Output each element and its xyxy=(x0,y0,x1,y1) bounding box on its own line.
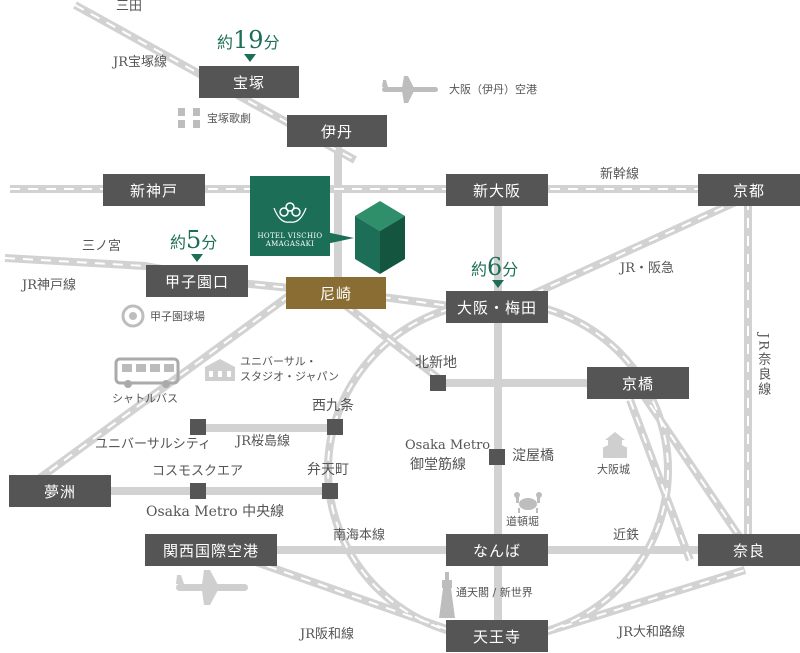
label-universal-city: ユニバーサルシティ xyxy=(95,437,211,452)
travel-time-takarazuka: 約19分 xyxy=(217,26,280,54)
tsutenkaku-icon xyxy=(439,572,455,618)
label-yodoyabashi: 淀屋橋 xyxy=(512,448,554,464)
label-bentencho: 弁天町 xyxy=(307,462,349,478)
hotel-building-icon xyxy=(355,201,405,274)
label-kitashinchi: 北新地 xyxy=(415,355,457,371)
travel-time-osaka-umeda: 約6分 xyxy=(471,253,519,281)
station-marker-universal-city xyxy=(190,419,206,435)
label-jr-hanwa: JR阪和線 xyxy=(300,627,354,642)
station-marker-kitashinchi xyxy=(430,375,446,391)
travel-time-koshienguchi: 約5分 xyxy=(170,226,218,254)
station-nara: 奈良 xyxy=(698,534,800,566)
station-marker-bentencho xyxy=(322,483,338,499)
label-osaka-castle: 大阪城 xyxy=(597,463,630,476)
station-koshienguchi: 甲子園口 xyxy=(146,265,248,297)
label-shinkansen: 新幹線 xyxy=(600,167,640,182)
shuttle-bus-icon xyxy=(114,357,180,388)
kix-airplane-icon xyxy=(176,570,248,605)
hotel-location: AMAGASAKI xyxy=(265,240,315,248)
label-sanda: 三田 xyxy=(116,0,143,14)
label-jr-kobe: JR神戸線 xyxy=(22,278,76,293)
label-usj-line1: ユニバーサル・ xyxy=(240,355,317,368)
label-metro-midosuji-2: 御堂筋線 xyxy=(410,457,466,473)
label-jr-takarazuka: JR宝塚線 xyxy=(113,55,167,70)
stadium-icon xyxy=(121,304,145,328)
station-osaka-umeda: 大阪・梅田 xyxy=(446,291,548,323)
label-jr-sakurajima: JR桜島線 xyxy=(236,434,290,449)
usj-icon xyxy=(205,359,235,381)
label-itami-airport: 大阪（伊丹）空港 xyxy=(449,83,537,96)
crab-icon xyxy=(514,492,542,513)
arrow-down-icon xyxy=(191,254,203,262)
label-takarazuka-theater: 宝塚歌劇 xyxy=(207,112,251,125)
label-jr-nara: JR奈良線 xyxy=(755,333,771,397)
label-shuttle-bus: シャトルバス xyxy=(112,392,178,405)
station-kyobashi: 京橋 xyxy=(587,367,689,399)
south-track xyxy=(626,398,694,562)
label-kintetsu: 近鉄 xyxy=(613,528,640,543)
label-metro-midosuji-1: Osaka Metro xyxy=(405,438,491,453)
station-kix: 関西国際空港 xyxy=(145,534,277,566)
label-sannomiya: 三ノ宮 xyxy=(82,239,122,254)
label-tsutenkaku: 通天閣 / 新世界 xyxy=(456,586,533,599)
label-usj-line2: スタジオ・ジャパン xyxy=(240,370,339,383)
station-kyoto: 京都 xyxy=(698,174,800,206)
label-jr-hankyu: JR・阪急 xyxy=(620,261,674,276)
pointer-icon xyxy=(326,232,354,244)
label-metro-chuo: Osaka Metro 中央線 xyxy=(146,504,285,520)
hotel-emblem-icon xyxy=(273,202,307,223)
station-namba: なんば xyxy=(446,534,548,566)
label-koshien-stadium: 甲子園球場 xyxy=(150,310,205,323)
station-takarazuka: 宝塚 xyxy=(199,66,299,98)
station-yumeshima: 夢洲 xyxy=(9,475,111,507)
airplane-icon xyxy=(382,76,438,103)
station-amagasaki: 尼崎 xyxy=(286,277,386,309)
label-nishikujo: 西九条 xyxy=(312,398,354,414)
station-marker-nishikujo xyxy=(327,419,343,435)
osaka-castle-icon xyxy=(602,432,628,458)
hotel-logo: HOTEL VISCHIO AMAGASAKI xyxy=(250,176,330,256)
label-jr-yamatoji: JR大和路線 xyxy=(618,625,685,640)
station-itami: 伊丹 xyxy=(287,115,387,147)
arrow-down-icon xyxy=(244,54,256,62)
theater-icon xyxy=(178,108,200,128)
hotel-name: HOTEL VISCHIO xyxy=(257,232,323,240)
station-shinosaka: 新大阪 xyxy=(446,174,548,206)
station-shinkobe: 新神戸 xyxy=(103,174,205,206)
label-dotonbori: 道頓堀 xyxy=(506,515,539,528)
arrow-down-icon xyxy=(492,280,504,288)
station-marker-cosmo-square xyxy=(190,483,206,499)
label-nankai: 南海本線 xyxy=(333,528,386,543)
station-marker-yodoyabashi xyxy=(489,449,505,465)
station-tennoji: 天王寺 xyxy=(446,620,548,652)
label-cosmo-square: コスモスクエア xyxy=(152,464,244,479)
